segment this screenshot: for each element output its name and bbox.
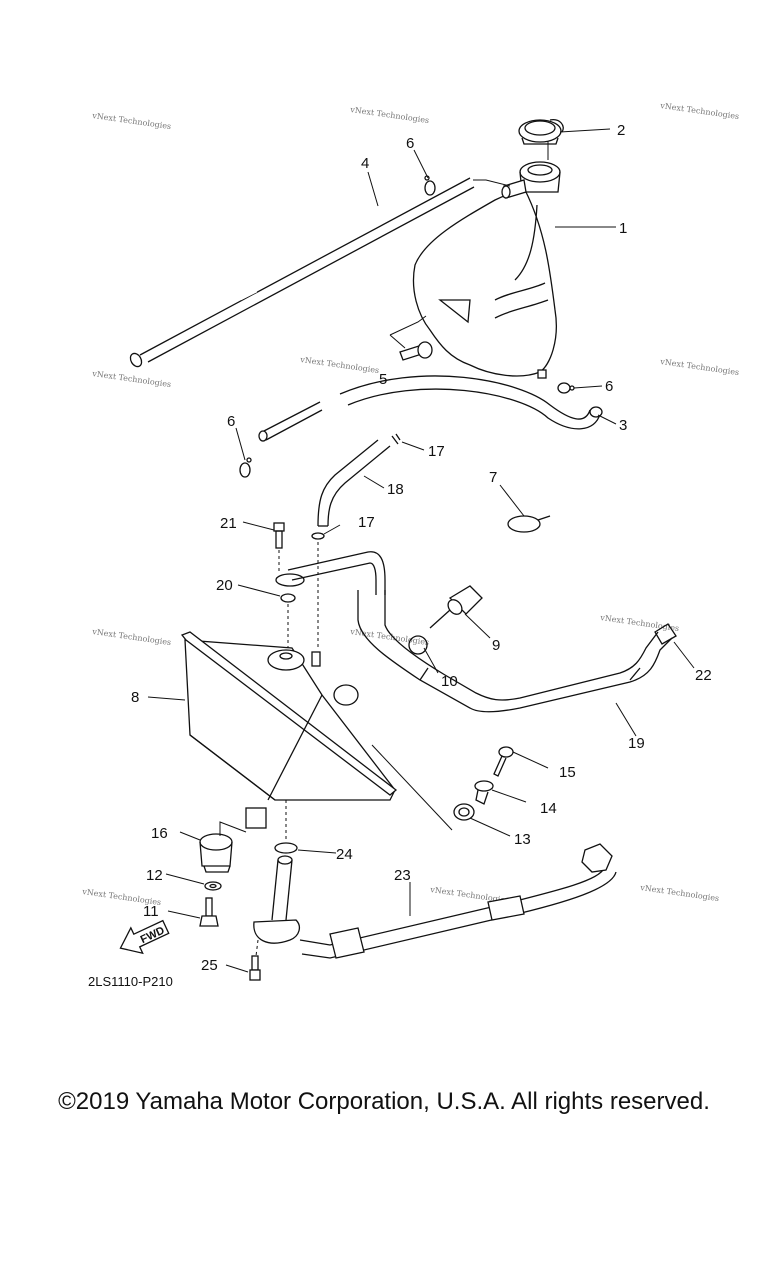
callout-19: 19 [628, 735, 645, 752]
strainer [253, 855, 301, 944]
callout-3: 3 [619, 417, 627, 434]
callout-22: 22 [695, 667, 712, 684]
part-6-clip-left [239, 457, 252, 478]
watermark: vNext Technologies [659, 357, 740, 377]
part-2-cap [518, 119, 564, 145]
watermark: vNext Technologies [91, 111, 172, 131]
part-6a-guide [473, 179, 511, 187]
watermark: vNext Technologies [639, 883, 720, 903]
callout-9: 9 [492, 637, 500, 654]
callout-2: 2 [617, 122, 625, 139]
part-17-clip-lower [311, 532, 325, 540]
watermark: vNext Technologies [349, 105, 430, 125]
watermark: vNext Technologies [91, 369, 172, 389]
part-1-oil-tank [412, 161, 561, 379]
part-4-hose [129, 177, 475, 368]
guide [255, 939, 259, 957]
leader-lines [147, 128, 695, 973]
part-25-bolt [249, 955, 261, 981]
callout-8: 8 [131, 689, 139, 706]
callout-18: 18 [387, 481, 404, 498]
part-14-collar [474, 780, 494, 805]
copyright-notice: ©2019 Yamaha Motor Corporation, U.S.A. A… [58, 1088, 710, 1115]
callout-13: 13 [514, 831, 531, 848]
part-16-plug [199, 833, 233, 873]
callout-17: 17 [358, 514, 375, 531]
callout-11: 11 [143, 903, 159, 920]
part-24-oring [274, 842, 298, 854]
part-20-oring [280, 593, 296, 603]
callout-5: 5 [379, 371, 387, 388]
callout-14: 14 [540, 800, 557, 817]
part-6-clip-right [557, 382, 575, 394]
callout-23: 23 [394, 867, 411, 884]
part-9-dipstick [429, 585, 483, 629]
callout-6: 6 [227, 413, 235, 430]
fwd-arrow-icon: FWD [119, 919, 170, 955]
watermark: vNext Technologies [599, 613, 680, 633]
pipe-assembly [275, 551, 386, 595]
fwd-label: FWD [139, 925, 167, 946]
callout-15: 15 [559, 764, 576, 781]
callout-4: 4 [361, 155, 369, 172]
part-23-pipe [299, 843, 617, 959]
callout-1: 1 [619, 220, 627, 237]
callout-25: 25 [201, 957, 218, 974]
callout-24: 24 [336, 846, 353, 863]
part-10-oring [408, 635, 428, 655]
watermark: vNext Technologies [299, 355, 380, 375]
callout-17: 17 [428, 443, 445, 460]
part-12-washer [204, 881, 222, 891]
callout-7: 7 [489, 469, 497, 486]
part-19-hose [357, 590, 673, 713]
part-22-clip [654, 623, 677, 645]
watermark: vNext Technologies [659, 101, 740, 121]
callout-16: 16 [151, 825, 168, 842]
part-17-clip-upper [391, 433, 401, 445]
callout-10: 10 [441, 673, 458, 690]
part-18-hose [317, 439, 391, 527]
part-5-bolt [389, 315, 433, 361]
part-7-clamp [507, 515, 551, 533]
guide [219, 821, 247, 836]
part-8-tank [180, 631, 398, 829]
callouts: 1 2 3 4 5 6 6 6 7 8 9 10 11 12 13 14 15 … [131, 122, 712, 974]
part-code: 2LS1110-P210 [88, 974, 173, 989]
callout-12: 12 [146, 867, 163, 884]
part-11-bolt [199, 897, 219, 927]
callout-20: 20 [216, 577, 233, 594]
part-6-clip-top [424, 175, 436, 196]
callout-21: 21 [220, 515, 237, 532]
part-3-hose [258, 375, 603, 442]
callout-6: 6 [406, 135, 414, 152]
callout-6: 6 [605, 378, 613, 395]
guide [371, 744, 453, 831]
part-13-grommet [453, 803, 475, 821]
parts-diagram: vNext Technologies vNext Technologies vN… [81, 101, 740, 989]
part-21-bolt [273, 522, 285, 549]
watermark: vNext Technologies [91, 627, 172, 647]
part-15-bolt [493, 746, 514, 777]
